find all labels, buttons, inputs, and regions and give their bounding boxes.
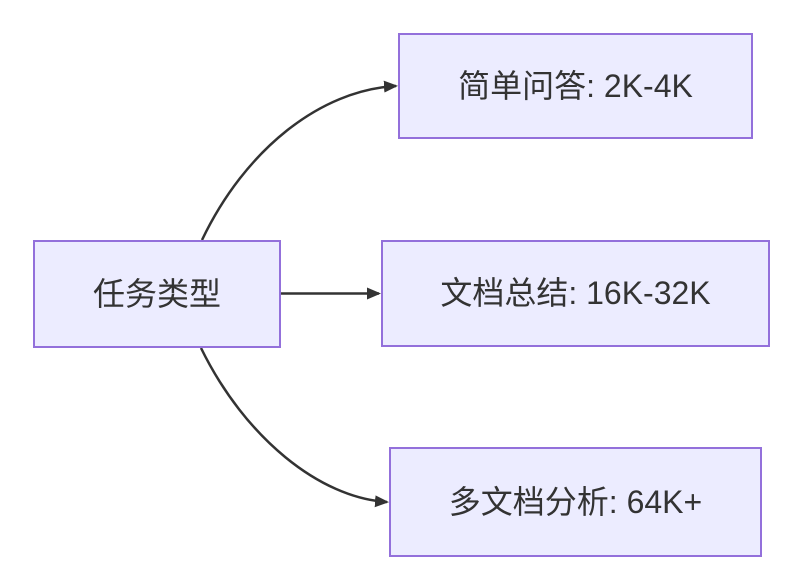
- node-task-type: 任务类型: [33, 240, 281, 348]
- node-multi-doc-analysis: 多文档分析: 64K+: [389, 447, 762, 557]
- edge-root-to-branch-2: [199, 347, 389, 508]
- edge-root-to-branch-0: [200, 80, 398, 241]
- node-multi-doc-analysis-label: 多文档分析: 64K+: [448, 483, 703, 520]
- node-simple-qa-label: 简单问答: 2K-4K: [458, 67, 693, 104]
- node-simple-qa: 简单问答: 2K-4K: [398, 33, 753, 139]
- node-doc-summary: 文档总结: 16K-32K: [381, 240, 770, 347]
- node-task-type-label: 任务类型: [92, 275, 221, 312]
- node-doc-summary-label: 文档总结: 16K-32K: [440, 275, 711, 312]
